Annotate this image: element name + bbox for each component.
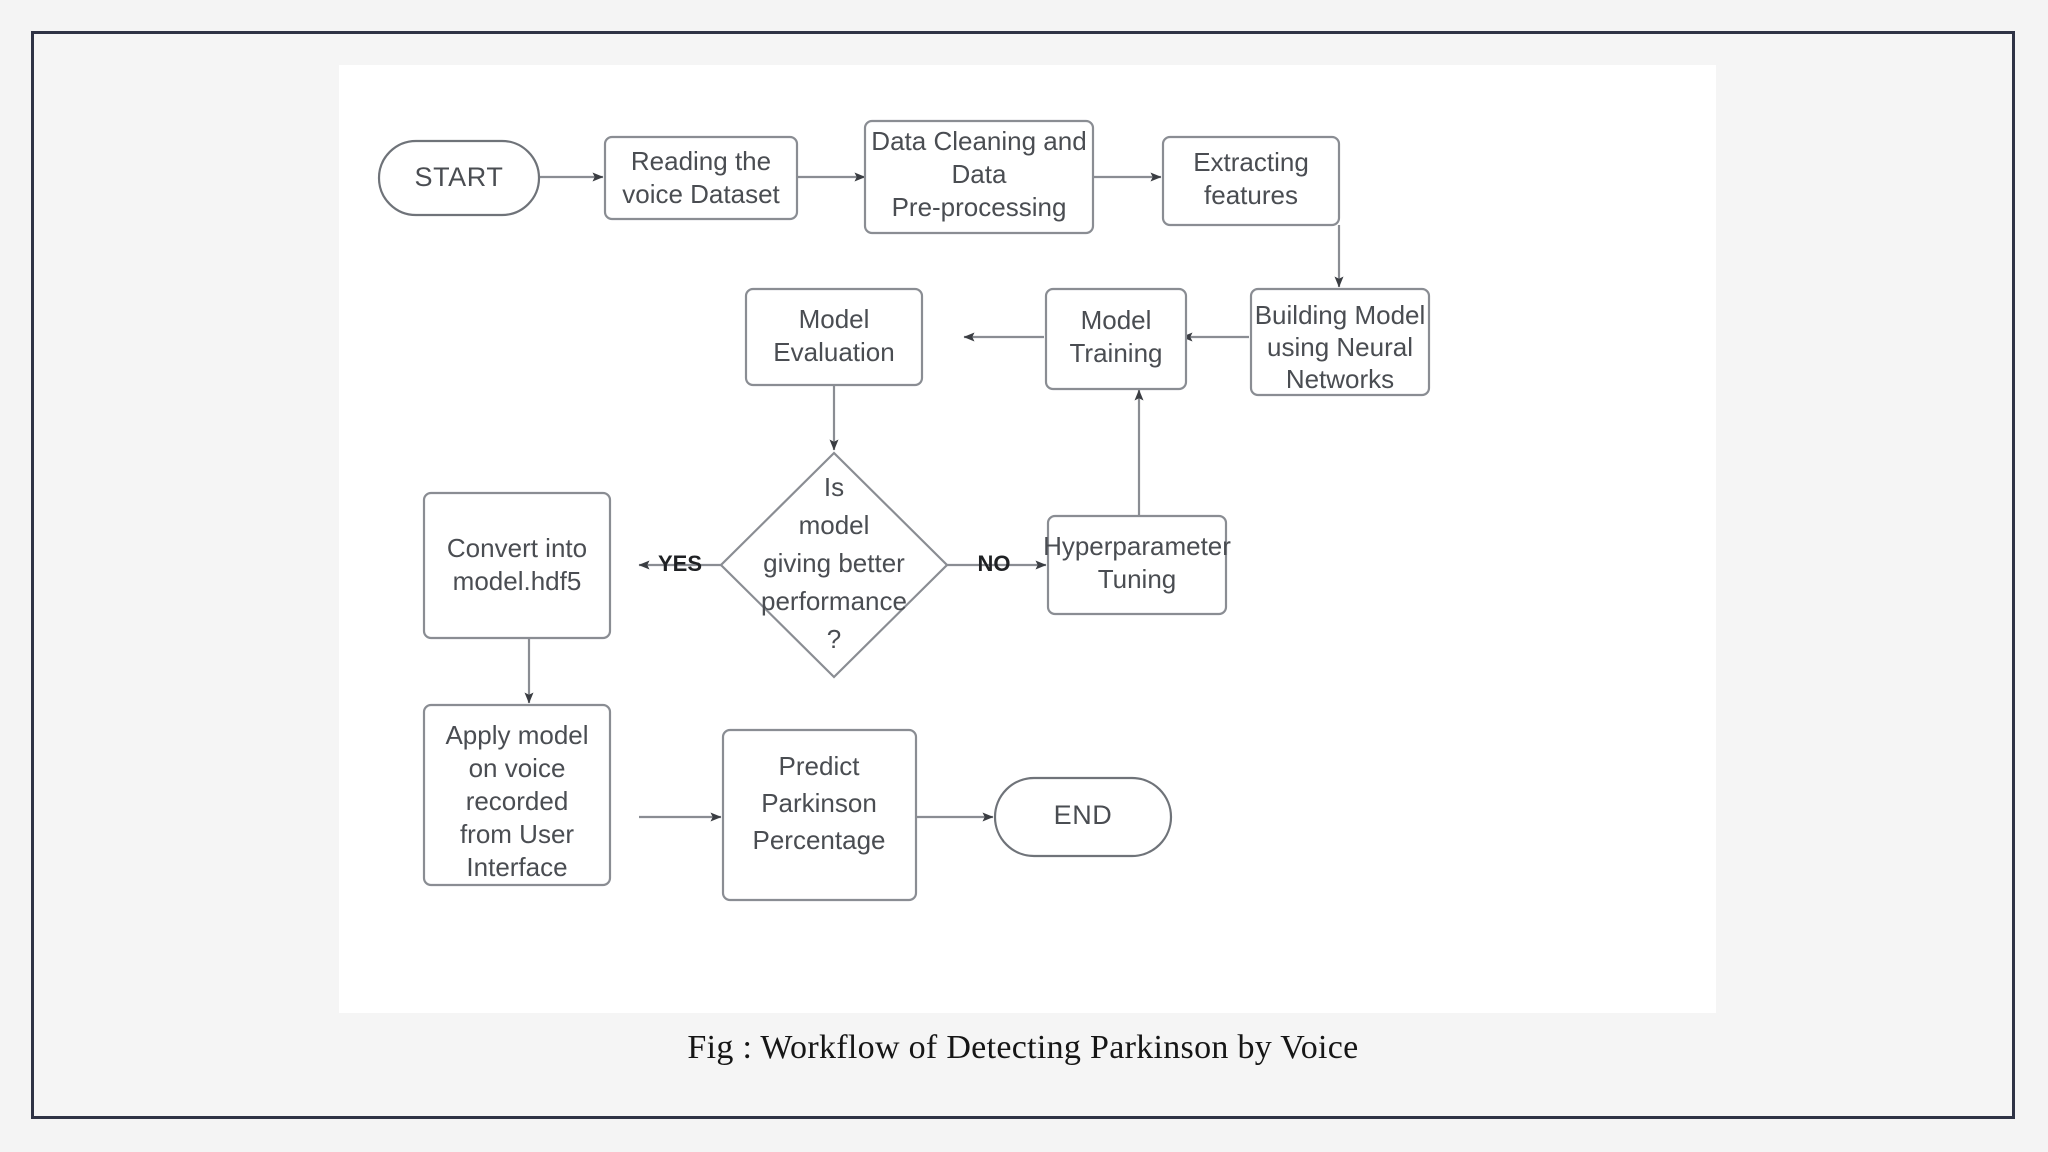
node-building-line-3: Networks (1286, 364, 1394, 394)
node-building-line-2: using Neural (1267, 332, 1413, 362)
node-training-line-1: Model (1081, 305, 1152, 335)
node-predict-percentage[interactable]: Predict Parkinson Percentage (721, 728, 918, 902)
edges-layer: YES NO (524, 172, 1344, 822)
node-decision-line-4: performance (761, 586, 907, 616)
node-decision-line-2: model (799, 510, 870, 540)
node-hyperparameter-tuning[interactable]: Hyperparameter Tuning (1043, 514, 1231, 616)
flowchart-svg: YES NO (377, 119, 1431, 902)
node-extracting-line-1: Extracting (1193, 147, 1309, 177)
node-training-line-2: Training (1070, 338, 1163, 368)
node-reading-dataset[interactable]: Reading the voice Dataset (603, 135, 799, 221)
node-tuning-line-1: Hyperparameter (1043, 531, 1231, 561)
node-building-line-1: Building Model (1255, 300, 1426, 330)
node-apply-line-5: Interface (466, 852, 567, 882)
node-data-cleaning[interactable]: Data Cleaning and Data Pre-processing (863, 119, 1095, 235)
node-start[interactable]: START (377, 139, 541, 217)
node-apply-line-1: Apply model (445, 720, 588, 750)
node-extracting-features[interactable]: Extracting features (1161, 135, 1341, 227)
figure-page: YES NO (31, 31, 2015, 1119)
node-building-model[interactable]: Building Model using Neural Networks (1249, 287, 1431, 397)
node-evaluation-line-2: Evaluation (773, 337, 894, 367)
node-apply-model[interactable]: Apply model on voice recorded from User … (422, 703, 612, 887)
node-convert-line-2: model.hdf5 (453, 566, 582, 596)
node-evaluation-line-1: Model (799, 304, 870, 334)
node-cleaning-line-2: Data (952, 159, 1007, 189)
node-decision-line-5: ? (827, 624, 841, 654)
node-decision-line-3: giving better (763, 548, 905, 578)
node-predict-line-3: Percentage (753, 825, 886, 855)
node-reading-line-2: voice Dataset (622, 179, 780, 209)
edge-decision-to-tuning: NO (944, 551, 1047, 576)
node-tuning-line-2: Tuning (1098, 564, 1177, 594)
node-predict-line-1: Predict (779, 751, 861, 781)
node-start-label: START (414, 162, 503, 192)
node-reading-line-1: Reading the (631, 146, 771, 176)
edge-label-yes: YES (658, 551, 702, 576)
figure-container: YES NO (34, 34, 2012, 1116)
node-model-training[interactable]: Model Training (1044, 287, 1188, 391)
node-model-evaluation[interactable]: Model Evaluation (744, 287, 924, 387)
node-cleaning-line-1: Data Cleaning and (871, 126, 1086, 156)
node-apply-line-3: recorded (466, 786, 569, 816)
edge-decision-to-convert: YES (638, 551, 724, 576)
edge-label-no: NO (978, 551, 1011, 576)
node-predict-line-2: Parkinson (761, 788, 877, 818)
node-extracting-line-2: features (1204, 180, 1298, 210)
nodes-layer: START Reading the voice Dataset Data Cle… (377, 119, 1431, 902)
node-decision-performance[interactable]: Is model giving better performance ? (719, 451, 949, 679)
node-end-label: END (1054, 800, 1113, 830)
node-cleaning-line-3: Pre-processing (892, 192, 1067, 222)
node-convert-line-1: Convert into (447, 533, 587, 563)
node-end[interactable]: END (993, 776, 1173, 858)
node-apply-line-2: on voice (469, 753, 566, 783)
node-convert-model[interactable]: Convert into model.hdf5 (422, 491, 612, 640)
node-decision-line-1: Is (824, 472, 844, 502)
figure-caption: Fig : Workflow of Detecting Parkinson by… (687, 1029, 1359, 1066)
flowchart-panel: YES NO (339, 65, 1716, 1013)
node-apply-line-4: from User (460, 819, 574, 849)
